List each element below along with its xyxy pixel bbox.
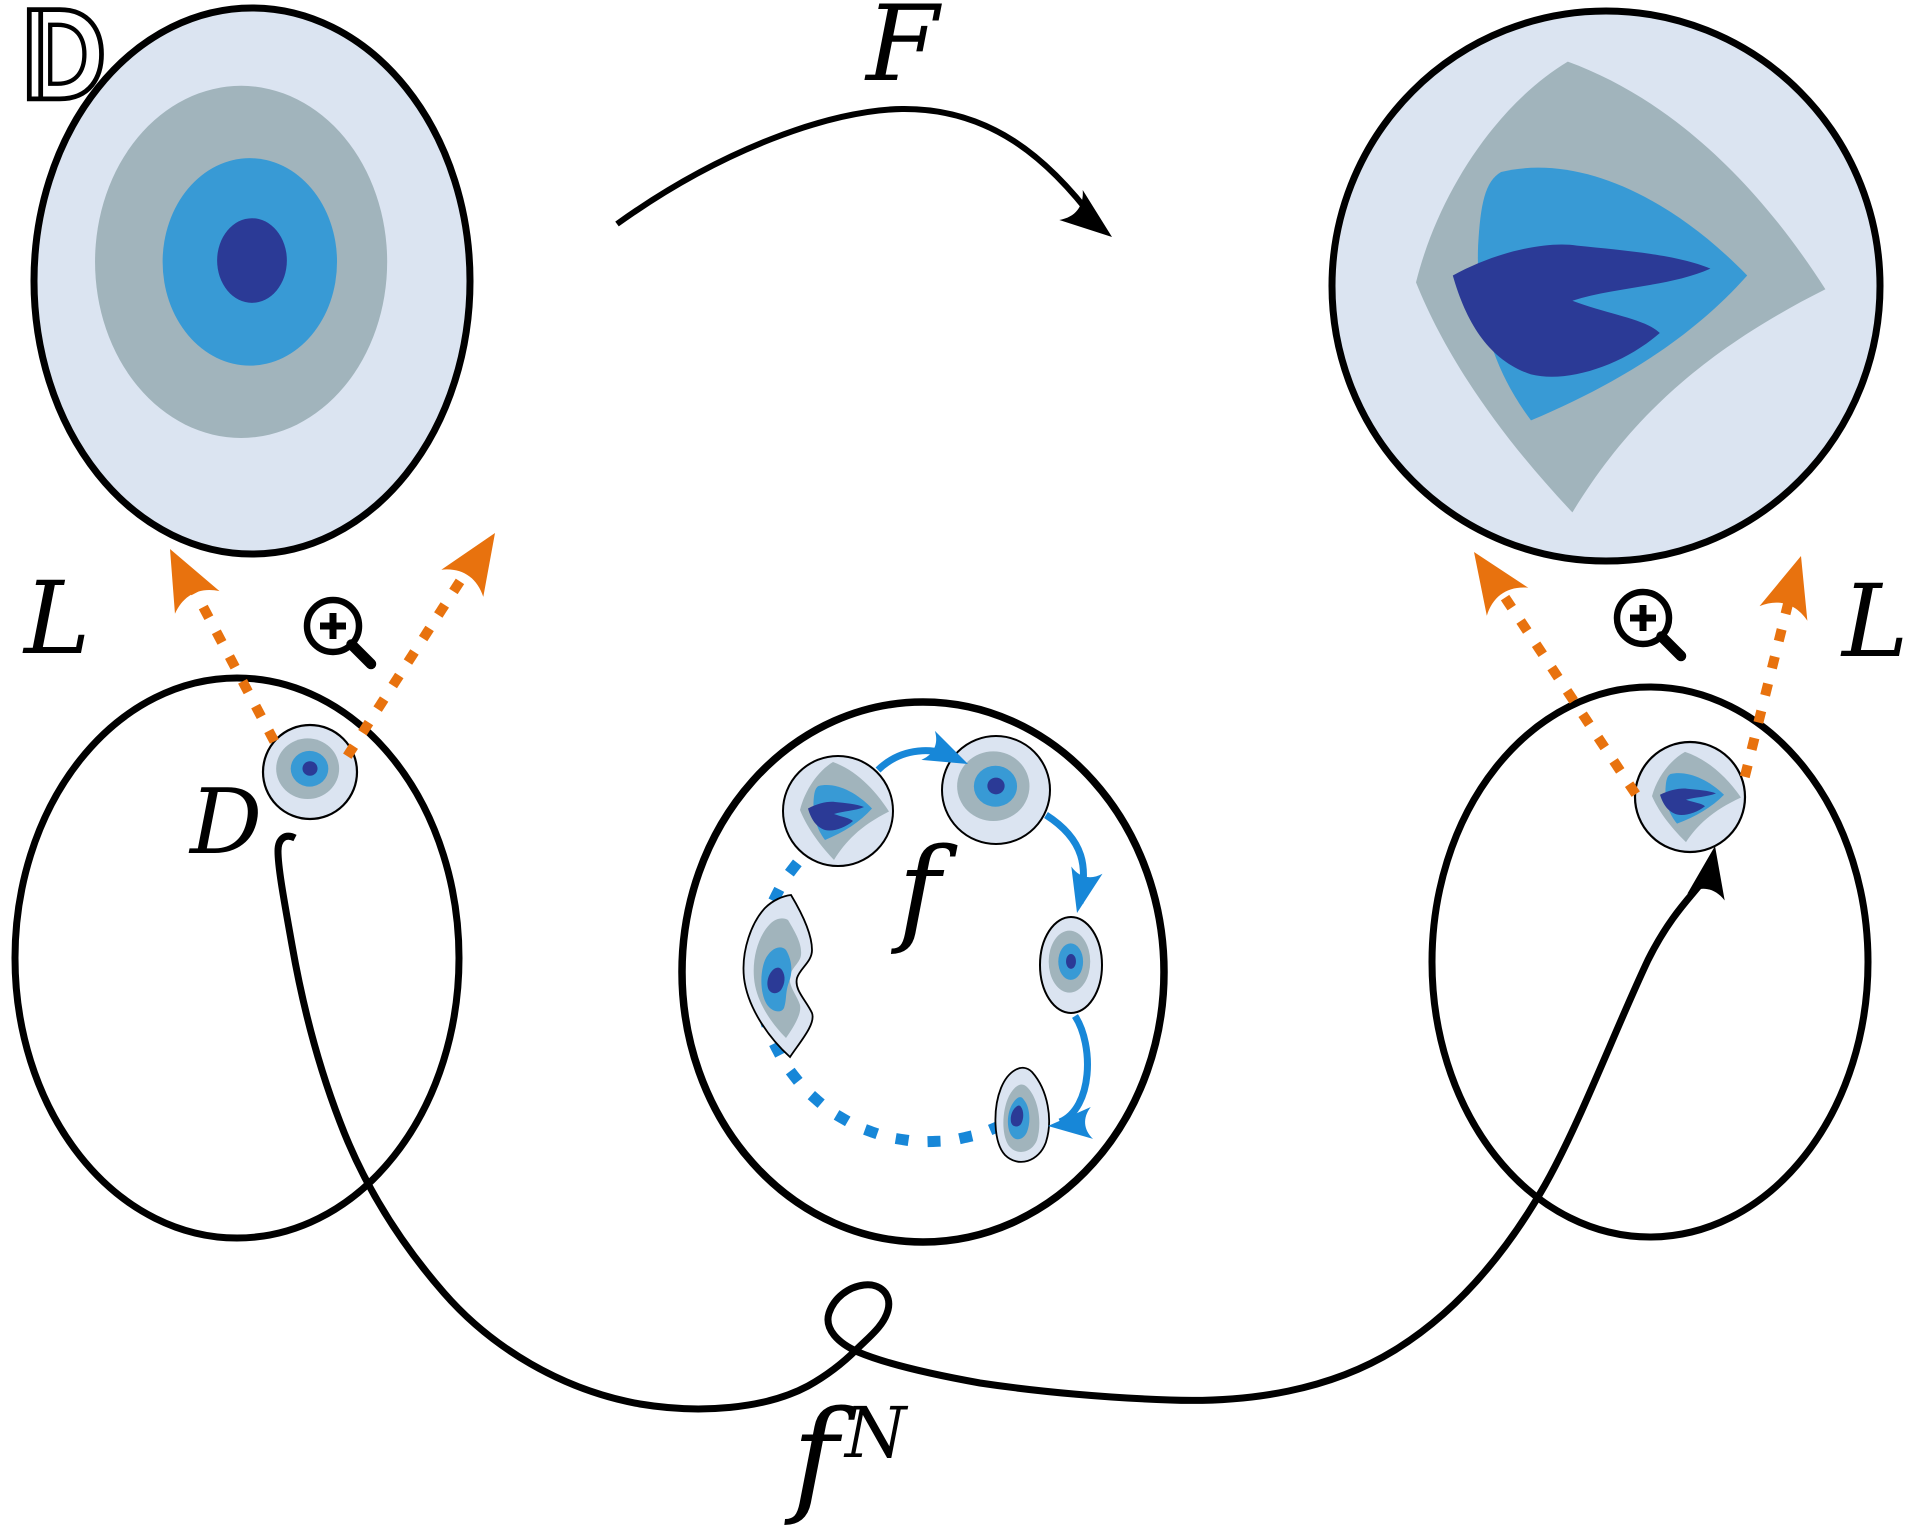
cycle-blob-ellipse <box>1039 916 1103 1014</box>
zoom-left-group <box>183 565 473 759</box>
little-disk-outline <box>261 723 359 821</box>
disk-D-label: D <box>188 770 262 875</box>
cycle-circle-middle <box>678 698 1168 1246</box>
zoom-left-dotted-line-b <box>343 565 473 759</box>
cycle-blob-crescent <box>742 894 814 1059</box>
cycle-dotted-arc <box>752 830 1005 1148</box>
domain-disk-large <box>30 4 474 558</box>
map-F-curve <box>615 105 1099 227</box>
blackboard-D-label <box>26 7 104 102</box>
image-disk-large <box>1328 7 1884 565</box>
return-map-curve <box>274 832 1717 1413</box>
scaling-L-left-label: L <box>22 560 90 677</box>
scaling-L-right-label: L <box>1840 563 1908 680</box>
zoom-left-dotted-line-a <box>183 575 279 744</box>
map-F-arrowhead-icon <box>1059 190 1124 252</box>
zoom-right-dotted-line-b <box>1739 581 1799 779</box>
zoom-in-icon <box>1617 592 1681 656</box>
cycle-arrow-3 <box>1058 1014 1091 1126</box>
cycle-blob-round <box>941 735 1051 845</box>
return-map-arrow <box>274 832 1734 1413</box>
base-circle-left-outline <box>11 674 463 1242</box>
map-F-label: F <box>864 0 942 105</box>
little-blob-outline <box>1633 740 1747 854</box>
zoom-in-icon <box>307 600 371 664</box>
domain-disk-outline <box>30 4 474 558</box>
return-map-label-exponent: N <box>843 1392 909 1474</box>
zoom-right-group <box>1485 571 1799 797</box>
base-circle-left <box>11 674 463 1242</box>
image-disk-outline <box>1328 7 1884 565</box>
cycle-blob-teardrop <box>994 1066 1050 1163</box>
cycle-blob-distorted <box>782 755 894 867</box>
map-F-arrow <box>615 105 1124 252</box>
zoom-right-arrowhead-b-icon <box>1759 548 1825 621</box>
